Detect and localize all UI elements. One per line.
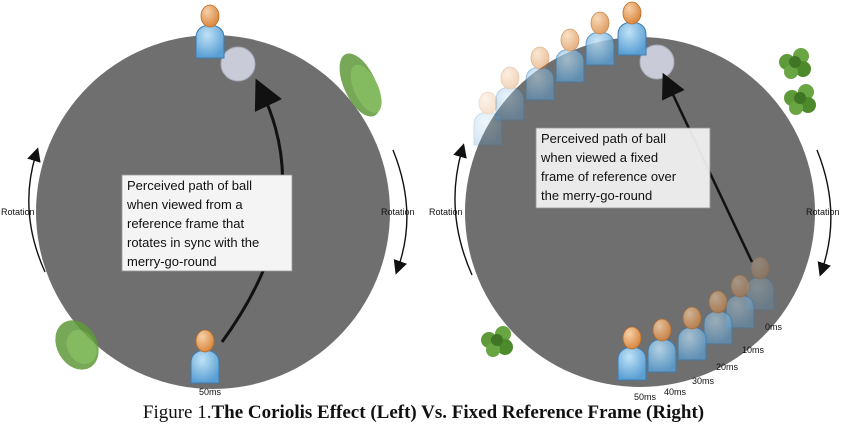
right-rotation-arrow-left (453, 143, 473, 276)
left-rotation-arrow-left (27, 147, 46, 273)
left-callout-line: Perceived path of ball (127, 178, 252, 193)
left-bush-top-right (339, 53, 382, 117)
right-callout-line: Perceived path of ball (541, 131, 666, 146)
left-callout-line: merry-go-round (127, 254, 217, 269)
left-callout-line: rotates in sync with the (127, 235, 259, 250)
right-callout-line: when viewed a fixed (540, 150, 658, 165)
right-rotation-arrow-right (816, 149, 832, 277)
figure-caption: Figure 1.The Coriolis Effect (Left) Vs. … (0, 402, 847, 424)
right-top-person (525, 46, 555, 101)
right-bush-top-1 (779, 48, 811, 79)
left-callout-box (121, 174, 293, 272)
right-time-label: 40ms (664, 387, 687, 397)
left-callout-line: reference frame that (127, 216, 244, 231)
left-rotation-label-right: Rotation (381, 207, 415, 217)
caption-prefix: Figure 1. (142, 402, 212, 423)
right-top-person (555, 28, 585, 83)
right-top-person (585, 11, 615, 66)
left-time-label: 50ms (199, 387, 222, 397)
right-panel: Rotation Rotation 0ms 10ms 20ms 30ms 40m… (429, 1, 840, 402)
right-rotation-label-right: Rotation (806, 207, 840, 217)
right-rotation-label-left: Rotation (429, 207, 463, 217)
right-time-label: 10ms (742, 345, 765, 355)
right-time-label: 0ms (765, 322, 783, 332)
left-panel: Rotation Rotation 50ms Perceived path of… (1, 4, 415, 397)
right-top-person (617, 1, 647, 56)
right-time-label: 20ms (716, 362, 739, 372)
right-top-person (495, 66, 525, 121)
right-ball (639, 44, 675, 80)
left-person-top (195, 4, 225, 59)
left-rotation-arrow-right (392, 149, 408, 275)
left-callout-line: when viewed from a (126, 197, 243, 212)
right-time-label: 30ms (692, 376, 715, 386)
right-callout-line: frame of reference over (541, 169, 677, 184)
right-callout-line: the merry-go-round (541, 188, 652, 203)
right-merry-go-round (465, 37, 815, 387)
left-ball (220, 46, 256, 82)
right-callout-text: Perceived path of ball when viewed a fix… (540, 131, 680, 203)
right-bush-top-2 (784, 84, 816, 115)
left-bush-bottom-left (55, 320, 99, 370)
left-callout-text: Perceived path of ball when viewed from … (126, 178, 263, 269)
right-callout-box (535, 127, 711, 209)
right-bush-bottom-left (481, 326, 513, 357)
caption-title: The Coriolis Effect (Left) Vs. Fixed Ref… (211, 402, 705, 423)
left-rotation-label-left: Rotation (1, 207, 35, 217)
right-time-label: 50ms (634, 392, 657, 402)
